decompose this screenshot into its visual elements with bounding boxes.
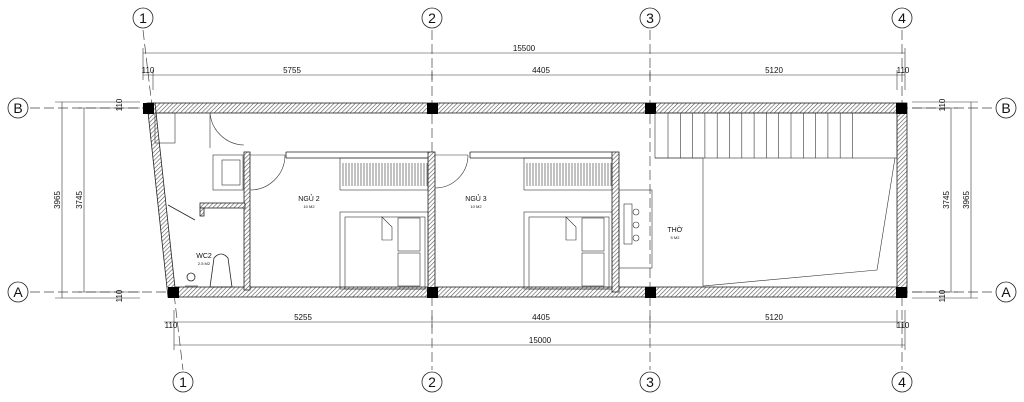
svg-text:110: 110: [165, 321, 178, 330]
svg-text:10 M2: 10 M2: [470, 204, 482, 209]
svg-text:THỜ: THỜ: [667, 225, 682, 234]
grid-bubble-3-bottom: 3: [639, 371, 661, 393]
floor-drain-icon: [186, 272, 196, 282]
staircase: [654, 112, 898, 287]
svg-text:4405: 4405: [532, 66, 550, 75]
svg-text:110: 110: [897, 321, 910, 330]
dim-top-total: 15500: [513, 44, 536, 53]
room-label-wc2: WC2 2.5 M2: [196, 253, 212, 266]
bed-ngu-3: [523, 211, 613, 290]
dimension-right: 3745 3965 110 110: [912, 98, 978, 302]
grid-bubble-4-top: 4: [891, 7, 913, 29]
grid-bubble-2-top: 2: [421, 7, 443, 29]
svg-text:2: 2: [428, 10, 436, 26]
room-label-ngu-2: NGỦ 2 10 M2: [298, 194, 320, 209]
svg-text:3: 3: [646, 374, 654, 390]
doors: [167, 112, 469, 221]
altar: [618, 189, 653, 269]
svg-text:10 M2: 10 M2: [303, 204, 315, 209]
grid-bubble-b-right: B: [995, 97, 1017, 119]
grid-bubble-a-right: A: [995, 281, 1017, 303]
svg-text:B: B: [1001, 100, 1010, 116]
grid-lines: [30, 29, 994, 371]
svg-text:3745: 3745: [75, 191, 84, 209]
grid-bubble-1-bottom: 1: [172, 371, 194, 393]
svg-text:4: 4: [898, 10, 906, 26]
grid-bubble-b-left: B: [7, 97, 29, 119]
grid-bubble-1-top: 1: [132, 7, 154, 29]
svg-text:3965: 3965: [53, 191, 62, 209]
svg-text:A: A: [13, 284, 23, 300]
grid-bubble-2-bottom: 2: [421, 371, 443, 393]
svg-text:4: 4: [898, 374, 906, 390]
svg-text:3745: 3745: [942, 191, 951, 209]
room-label-tho: THỜ 5 M2: [667, 225, 682, 240]
svg-text:2: 2: [428, 374, 436, 390]
svg-text:110: 110: [115, 289, 124, 302]
svg-text:3: 3: [646, 10, 654, 26]
grid-bubble-a-left: A: [7, 281, 29, 303]
svg-text:5120: 5120: [765, 66, 783, 75]
structural-columns: [143, 103, 907, 298]
svg-text:B: B: [13, 100, 22, 116]
grid-bubble-3-top: 3: [639, 7, 661, 29]
svg-text:5120: 5120: [765, 313, 783, 322]
svg-text:3965: 3965: [962, 191, 971, 209]
svg-text:5 M2: 5 M2: [671, 235, 681, 240]
wardrobe-ngu-2: [339, 157, 429, 191]
svg-text:4405: 4405: [532, 313, 550, 322]
dimension-left: 3965 3745 110 110: [53, 98, 140, 302]
room-label-ngu-3: NGỦ 3 10 M2: [465, 194, 487, 209]
svg-text:2.5 M2: 2.5 M2: [198, 261, 211, 266]
svg-text:110: 110: [938, 289, 947, 302]
svg-text:5255: 5255: [294, 313, 312, 322]
grid-bubble-4-bottom: 4: [891, 371, 913, 393]
svg-text:110: 110: [115, 98, 124, 111]
dimension-bottom: 110 5255 4405 5120 110 15000: [164, 310, 910, 350]
svg-text:110: 110: [142, 66, 155, 75]
wc-fixtures: [154, 112, 244, 288]
wardrobe-ngu-3: [523, 157, 613, 191]
svg-text:5755: 5755: [283, 66, 301, 75]
svg-text:NGỦ 2: NGỦ 2: [298, 194, 320, 203]
toilet-icon: [209, 253, 233, 288]
svg-text:110: 110: [938, 98, 947, 111]
svg-text:110: 110: [897, 66, 910, 75]
bed-ngu-2: [339, 211, 429, 290]
dimension-top: 15500 110 5755 4405 5120 110: [142, 44, 910, 90]
svg-text:A: A: [1001, 284, 1011, 300]
svg-text:NGỦ 3: NGỦ 3: [465, 194, 487, 203]
dim-bottom-total: 15000: [529, 336, 552, 345]
svg-text:1: 1: [179, 374, 187, 390]
walls: [146, 102, 908, 298]
svg-text:WC2: WC2: [196, 253, 212, 260]
svg-text:1: 1: [139, 10, 147, 26]
